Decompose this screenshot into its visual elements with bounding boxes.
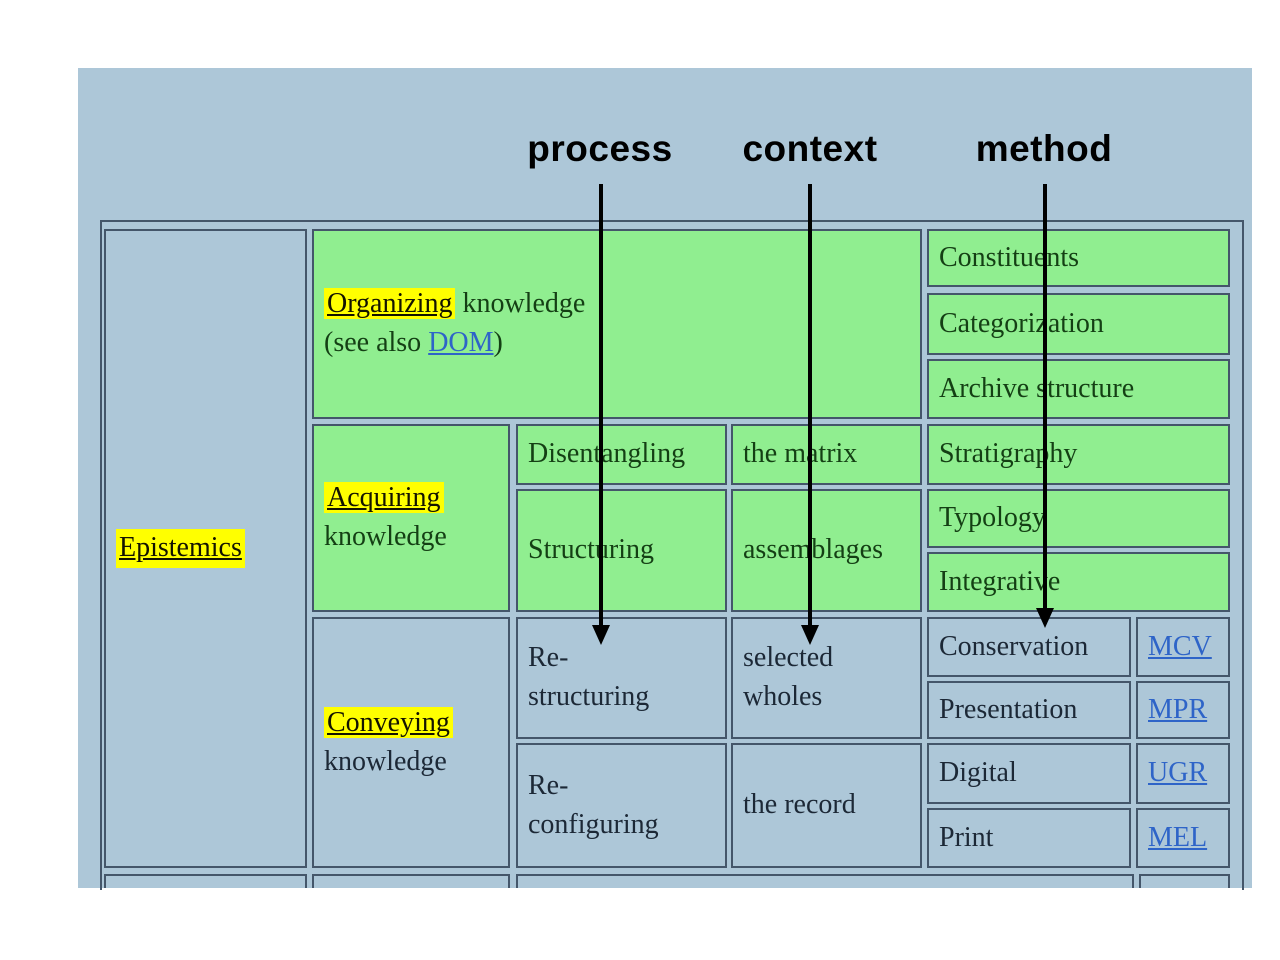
partial-row-cell xyxy=(1139,874,1230,888)
see-also-prefix: (see also xyxy=(324,327,429,358)
context-arrow-line xyxy=(808,184,812,625)
column-label-process: process xyxy=(527,128,673,169)
acquiring-text: Acquiring knowledge xyxy=(324,479,447,556)
ugr-link[interactable]: UGR xyxy=(1148,757,1208,789)
cell-conveying-knowledge: Conveying knowledge xyxy=(312,617,510,868)
epistemics-highlight[interactable]: Epistemics xyxy=(116,529,245,568)
conveying-highlight[interactable]: Conveying xyxy=(324,706,453,738)
partial-row-cell xyxy=(516,874,1134,888)
cell-acquiring-knowledge: Acquiring knowledge xyxy=(312,424,510,612)
cell-archive-structure: Archive structure xyxy=(927,359,1230,419)
cell-digital: Digital xyxy=(927,743,1131,804)
cell-integrative: Integrative xyxy=(927,552,1230,612)
cell-mpr: MPR xyxy=(1136,681,1230,739)
conveying-text: Conveying knowledge xyxy=(324,704,453,781)
cell-mel: MEL xyxy=(1136,808,1230,868)
method-arrow-line xyxy=(1043,184,1047,608)
method-arrow-head xyxy=(1036,608,1054,628)
context-arrow-head xyxy=(801,625,819,645)
cell-re-structuring: Re- structuring xyxy=(516,617,727,739)
see-also-suffix: ) xyxy=(493,327,503,358)
cell-epistemics: Epistemics xyxy=(104,229,307,868)
cell-categorization: Categorization xyxy=(927,293,1230,355)
process-arrow-line xyxy=(599,184,603,625)
cell-selected-wholes: selected wholes xyxy=(731,617,922,739)
acquiring-rest: knowledge xyxy=(324,521,447,552)
mpr-link[interactable]: MPR xyxy=(1148,693,1208,725)
cell-typology: Typology xyxy=(927,489,1230,548)
process-arrow-head xyxy=(592,625,610,645)
partial-row-cell xyxy=(104,874,307,888)
mcv-link[interactable]: MCV xyxy=(1148,630,1212,662)
cell-print: Print xyxy=(927,808,1131,868)
partial-row-cell xyxy=(312,874,510,888)
table-frame xyxy=(100,220,1244,890)
cell-organizing-knowledge: Organizing knowledge (see also DOM) xyxy=(312,229,922,419)
cell-disentangling: Disentangling xyxy=(516,424,727,485)
acquiring-highlight[interactable]: Acquiring xyxy=(324,482,444,514)
cell-conservation: Conservation xyxy=(927,617,1131,677)
cell-ugr: UGR xyxy=(1136,743,1230,804)
cell-presentation: Presentation xyxy=(927,681,1131,739)
conveying-rest: knowledge xyxy=(324,745,447,777)
cell-mcv: MCV xyxy=(1136,617,1230,677)
organizing-rest: knowledge xyxy=(455,288,586,320)
organizing-text: Organizing knowledge (see also DOM) xyxy=(324,285,585,362)
cell-the-record: the record xyxy=(731,743,922,868)
organizing-highlight[interactable]: Organizing xyxy=(324,288,456,320)
cell-structuring: Structuring xyxy=(516,489,727,612)
cell-constituents: Constituents xyxy=(927,229,1230,287)
dom-link[interactable]: DOM xyxy=(428,327,494,358)
cell-stratigraphy: Stratigraphy xyxy=(927,424,1230,485)
column-label-method: method xyxy=(975,128,1113,169)
mel-link[interactable]: MEL xyxy=(1148,821,1208,853)
column-label-context: context xyxy=(742,128,878,169)
cell-the-matrix: the matrix xyxy=(731,424,922,485)
cell-re-configuring: Re- configuring xyxy=(516,743,727,868)
cell-assemblages: assemblages xyxy=(731,489,922,612)
